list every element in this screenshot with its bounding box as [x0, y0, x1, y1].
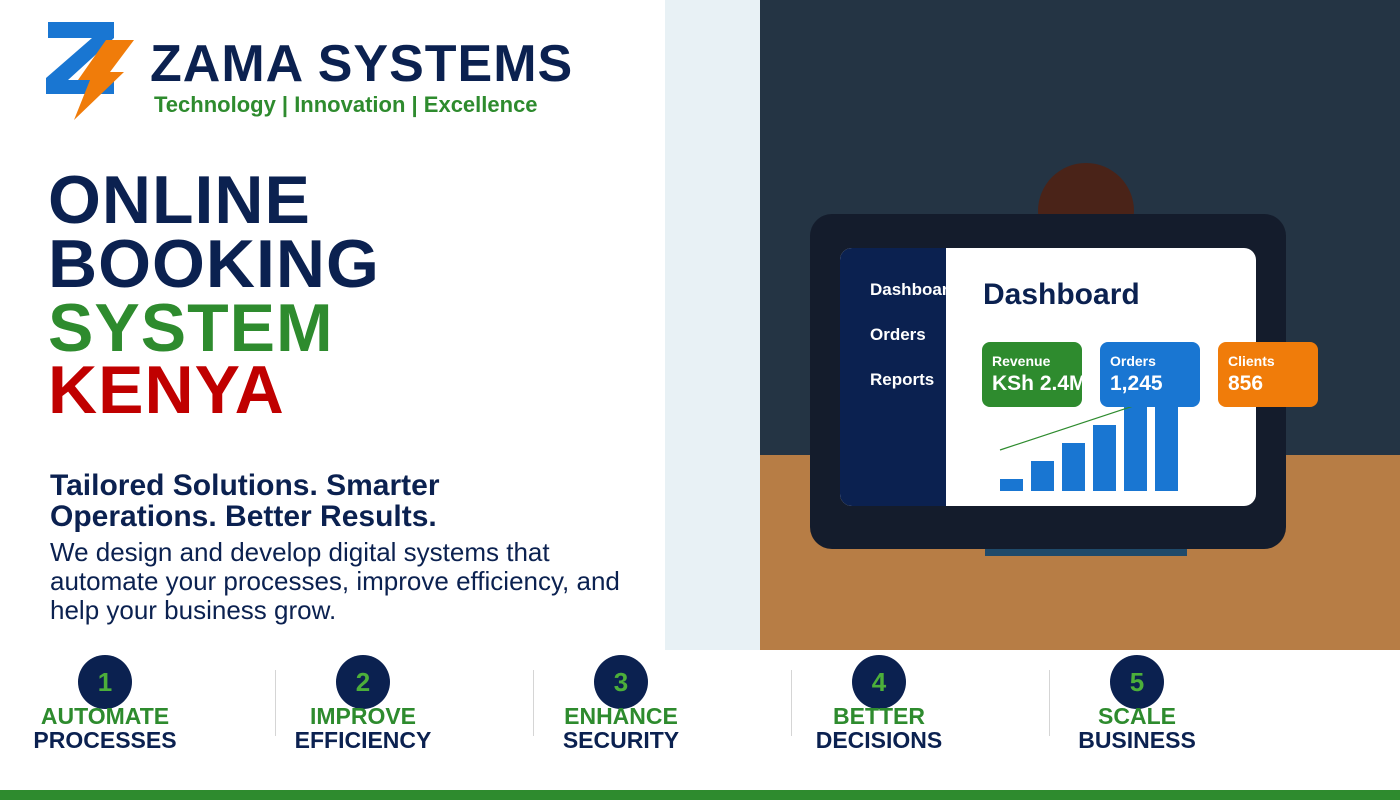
dashboard-sidebar: Dashboard Orders Reports	[840, 248, 959, 506]
sidebar-item-reports: Reports	[870, 370, 935, 389]
benefit-line-1: BETTER	[833, 703, 925, 729]
orders-card-label: Orders	[1110, 353, 1156, 369]
footer-bar	[0, 790, 1400, 800]
benefit-line-1: ENHANCE	[564, 703, 678, 729]
description: We design and develop digital systems th…	[50, 537, 620, 625]
headline-line-3: SYSTEM	[48, 290, 334, 366]
divider	[791, 670, 792, 736]
chart-bar	[1093, 425, 1116, 491]
z-lightning-logo-icon	[46, 22, 134, 120]
monitor-screen: Dashboard Orders Reports Dashboard	[840, 248, 1256, 506]
clients-card-value: 856	[1228, 372, 1264, 395]
benefit-line-2: PROCESSES	[33, 727, 177, 753]
sidebar-item-dashboard: Dashboard	[870, 280, 959, 299]
benefit-number: 1	[78, 655, 132, 709]
orders-card: Orders 1,245	[1100, 342, 1200, 407]
benefit-number: 2	[336, 655, 390, 709]
chart-bar	[1031, 461, 1054, 491]
revenue-card-value: KSh 2.4M	[992, 372, 1082, 395]
benefit-number: 3	[594, 655, 648, 709]
benefit-number: 5	[1110, 655, 1164, 709]
benefit-item: 3 ENHANCE SECURITY	[516, 650, 774, 790]
light-strip	[665, 0, 761, 650]
benefit-line-1: SCALE	[1098, 703, 1176, 729]
chart-bar	[1000, 479, 1023, 491]
subheading: Tailored Solutions. Smarter Operations. …	[50, 469, 440, 533]
headline-line-2: BOOKING	[48, 226, 380, 302]
benefit-number: 4	[852, 655, 906, 709]
sidebar-item-orders: Orders	[870, 325, 926, 344]
clients-card: Clients 856	[1218, 342, 1318, 407]
benefit-item: 2 IMPROVE EFFICIENCY	[258, 650, 516, 790]
benefit-line-1: AUTOMATE	[40, 703, 170, 729]
benefit-line-2: EFFICIENCY	[294, 727, 432, 753]
chart-bar	[1062, 443, 1085, 491]
revenue-card: Revenue KSh 2.4M	[982, 342, 1082, 407]
brand-tagline: Technology | Innovation | Excellence	[154, 92, 538, 117]
divider	[1049, 670, 1050, 736]
chart-bar	[1155, 391, 1178, 491]
benefit-line-2: SECURITY	[562, 727, 680, 753]
benefits-row: 1 AUTOMATE PROCESSES 2 IMPROVE EFFICIENC…	[0, 650, 1400, 790]
divider	[533, 670, 534, 736]
benefit-item: 5 SCALE BUSINESS	[1032, 650, 1290, 790]
brand-name: ZAMA SYSTEMS	[150, 35, 574, 93]
benefit-item: 1 AUTOMATE PROCESSES	[0, 650, 258, 790]
dashboard-bar-chart	[999, 389, 1182, 491]
orders-card-value: 1,245	[1110, 372, 1163, 395]
benefit-line-2: DECISIONS	[815, 727, 943, 753]
benefit-line-1: IMPROVE	[309, 703, 417, 729]
dashboard-illustration: Dashboard Orders Reports Dashboard Reven…	[760, 0, 1400, 650]
headline-line-4: KENYA	[48, 352, 285, 428]
divider	[275, 670, 276, 736]
chart-bar	[1124, 401, 1147, 491]
benefit-item: 4 BETTER DECISIONS	[774, 650, 1032, 790]
clients-card-label: Clients	[1228, 353, 1275, 369]
revenue-card-label: Revenue	[992, 353, 1051, 369]
dashboard-title: Dashboard	[983, 278, 1140, 311]
benefit-line-2: BUSINESS	[1078, 727, 1196, 753]
headline-line-1: ONLINE	[48, 162, 311, 238]
